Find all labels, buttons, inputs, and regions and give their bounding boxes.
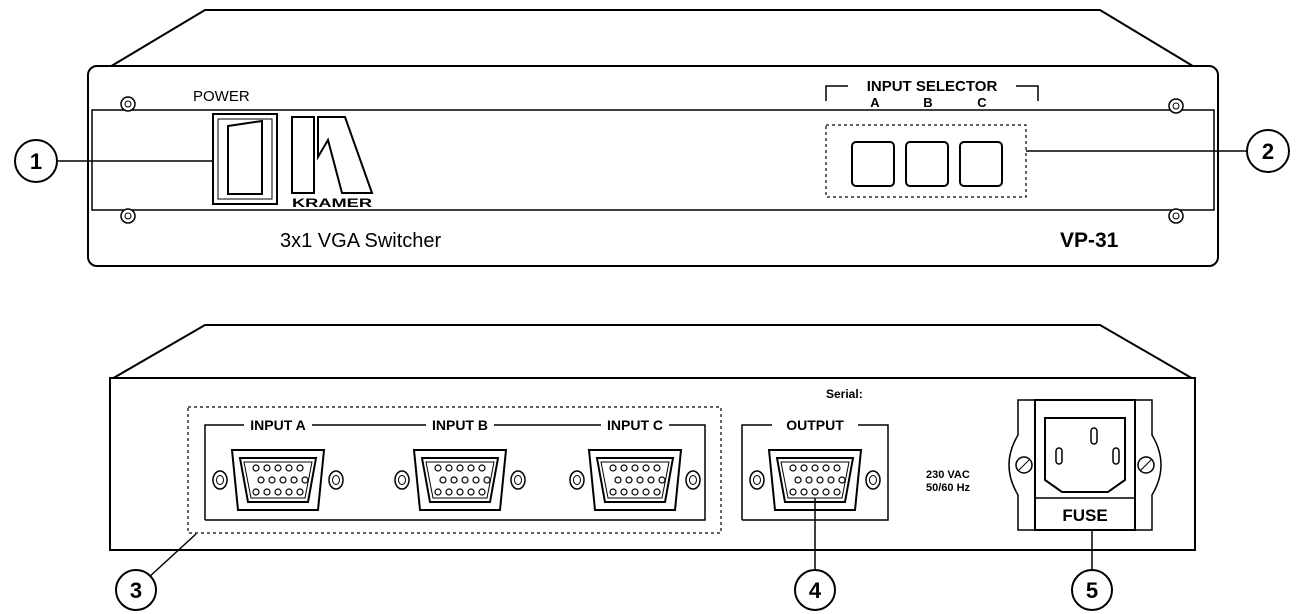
front-faceplate [87,65,1219,267]
vga-connector-icon[interactable] [569,449,701,511]
input-b-label: INPUT B [432,417,488,433]
input-selector: INPUT SELECTOR A B C [825,78,1039,198]
selector-button-c[interactable] [959,141,1003,187]
selector-label-b: B [923,95,932,110]
callout-1: 1 [14,139,213,183]
selector-dashed-frame [825,124,1027,198]
screw-icon [1137,456,1155,474]
vga-connector-icon[interactable] [394,449,526,511]
rear-top-surface [109,324,1196,381]
callout-number: 3 [130,578,142,603]
front-top-surface [87,9,1217,81]
brand-name: KRAMER [292,196,372,210]
callout-5: 5 [1071,530,1113,611]
power-rating-voltage: 230 VAC [926,469,970,481]
rocker-switch-icon[interactable] [212,113,278,205]
screw-icon [120,208,136,224]
power-inlet: FUSE [1008,399,1162,531]
front-panel: POWER KRAMER 3x1 VGA Switcher VP-31 INPU… [14,9,1290,267]
input-a-label: INPUT A [250,417,305,433]
power-rating-frequency: 50/60 Hz [926,482,971,494]
model-number: VP-31 [1060,229,1119,252]
kramer-logo: KRAMER [291,116,374,210]
selector-button-a[interactable] [851,141,895,187]
front-inner-band [91,109,1215,211]
input-selector-title: INPUT SELECTOR [867,78,998,95]
callout-number: 4 [809,578,822,603]
selector-label-a: A [870,95,880,110]
fuse-label: FUSE [1062,506,1107,525]
callout-3: 3 [115,533,197,611]
serial-label: Serial: [826,387,863,401]
rear-panel: Serial: INPUT A INPUT B INPUT C OUTPUT 2… [109,324,1196,611]
selector-button-b[interactable] [905,141,949,187]
vga-connector-icon[interactable] [749,449,881,511]
screw-icon [1168,98,1184,114]
iec-power-socket-icon[interactable] [1044,417,1126,493]
screw-icon [120,96,136,112]
input-c-label: INPUT C [607,417,663,433]
output-label: OUTPUT [786,417,844,433]
callout-2: 2 [1026,129,1290,173]
callout-number: 1 [30,149,42,174]
selector-label-c: C [977,95,987,110]
product-name: 3x1 VGA Switcher [280,230,442,252]
callout-number: 5 [1086,578,1098,603]
callout-4: 4 [794,498,836,611]
inputs-bracket [204,424,706,521]
screw-icon [1015,456,1033,474]
inputs-dashed-frame [187,406,722,534]
power-label: POWER [193,88,250,105]
callout-number: 2 [1262,139,1274,164]
vga-connector-icon[interactable] [212,449,344,511]
screw-icon [1168,208,1184,224]
